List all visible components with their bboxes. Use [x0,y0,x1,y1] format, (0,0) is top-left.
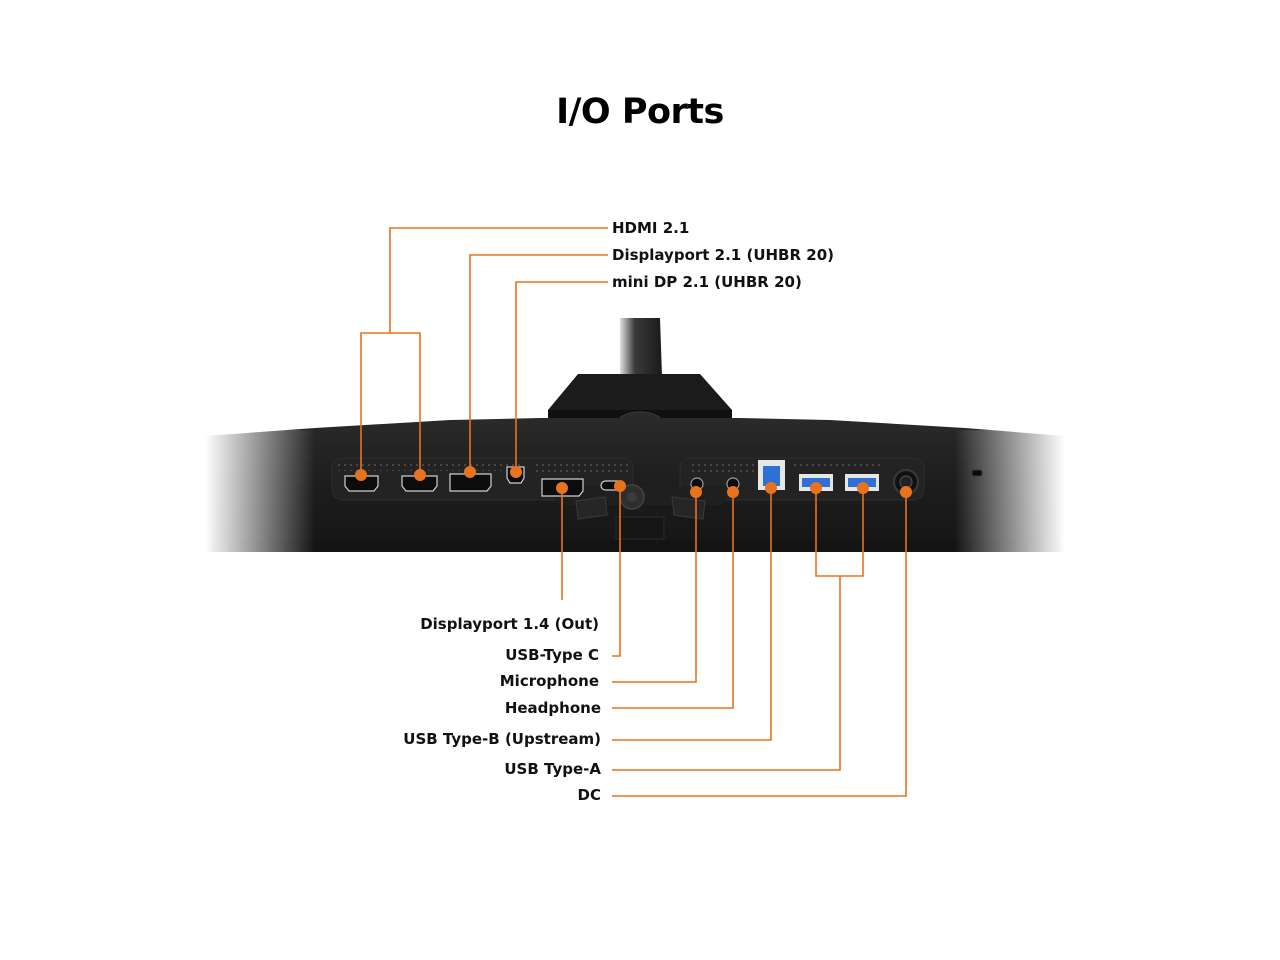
callout-dot [414,469,426,481]
label-displayport-2-1: Displayport 2.1 (UHBR 20) [612,246,834,264]
callout-dot [355,469,367,481]
monitor-bottom-edge [205,418,1065,555]
callout-dot [556,482,568,494]
callout-dot [810,482,822,494]
callout-dot [510,466,522,478]
callout-line-hdmi [389,227,608,333]
label-dc: DC [577,786,601,804]
stand [548,318,732,433]
callout-dot [900,486,912,498]
callout-line-usb-a [612,576,841,771]
callout-lines [360,227,907,797]
callout-dots [355,466,912,498]
callout-dot [857,482,869,494]
label-usb-type-c: USB-Type C [505,646,599,664]
kensington-lock-icon [971,469,983,477]
page-title: I/O Ports [556,92,724,132]
callout-line-mini-dp [515,281,608,472]
label-usb-type-a: USB Type-A [504,760,601,778]
label-mini-dp-2-1: mini DP 2.1 (UHBR 20) [612,273,802,291]
displayport-icon [449,473,492,492]
label-usb-type-b-upstream: USB Type-B (Upstream) [403,730,601,748]
label-headphone: Headphone [504,699,601,717]
callout-dot [690,486,702,498]
callout-dot [614,480,626,492]
usb-b-port-icon [758,460,785,490]
callout-line-headphone [612,492,734,709]
hdmi-port-icon [401,475,438,492]
label-microphone: Microphone [499,672,599,690]
callout-dot [464,466,476,478]
hdmi-port-icon [344,475,379,492]
callout-dot [727,486,739,498]
callout-line-dc [612,492,907,797]
label-hdmi-2-1: HDMI 2.1 [612,219,690,237]
callout-line-hdmi-bracket [360,332,421,474]
callout-line-usb-b [612,488,772,741]
callout-line-microphone [612,492,697,683]
label-displayport-1-4-out: Displayport 1.4 (Out) [420,615,599,633]
callout-dot [765,482,777,494]
callout-line-displayport-2-1 [469,254,608,472]
callout-line-usb-c [612,486,621,657]
